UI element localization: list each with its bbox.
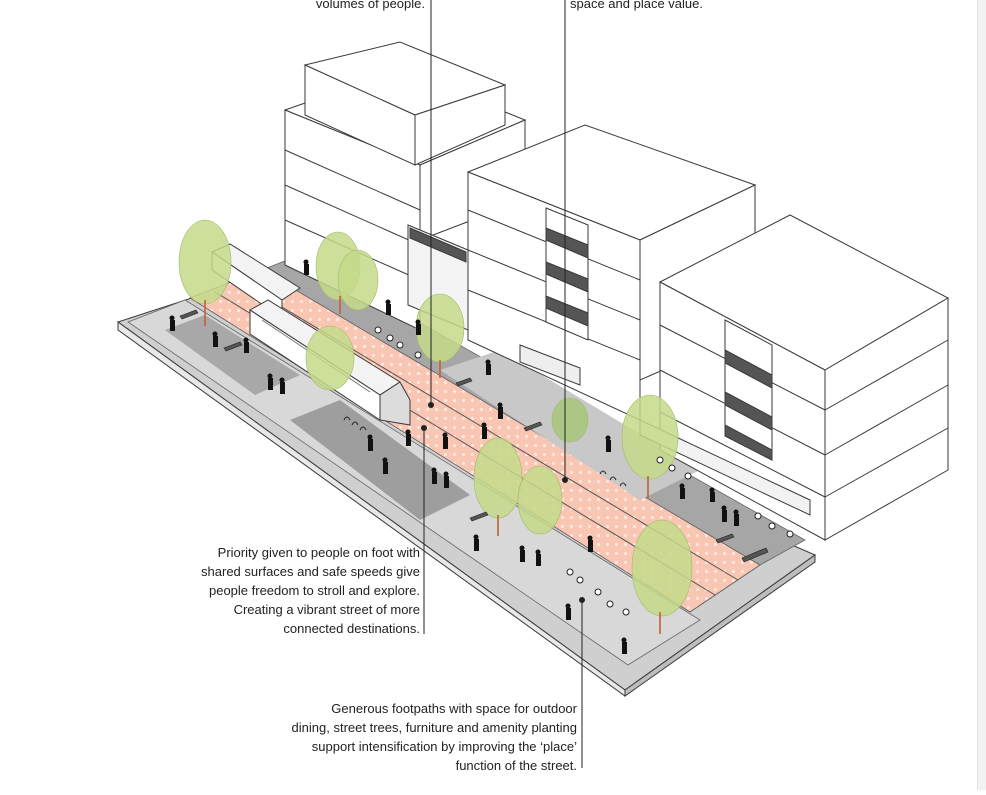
caption-top-left: volumes of people. [200,0,425,13]
caption-priority: Priority given to people on foot with sh… [150,543,420,638]
vertical-scrollbar[interactable] [977,0,986,790]
caption-top-right: space and place value. [570,0,830,13]
caption-footpaths: Generous footpaths with space for outdoo… [215,699,577,775]
